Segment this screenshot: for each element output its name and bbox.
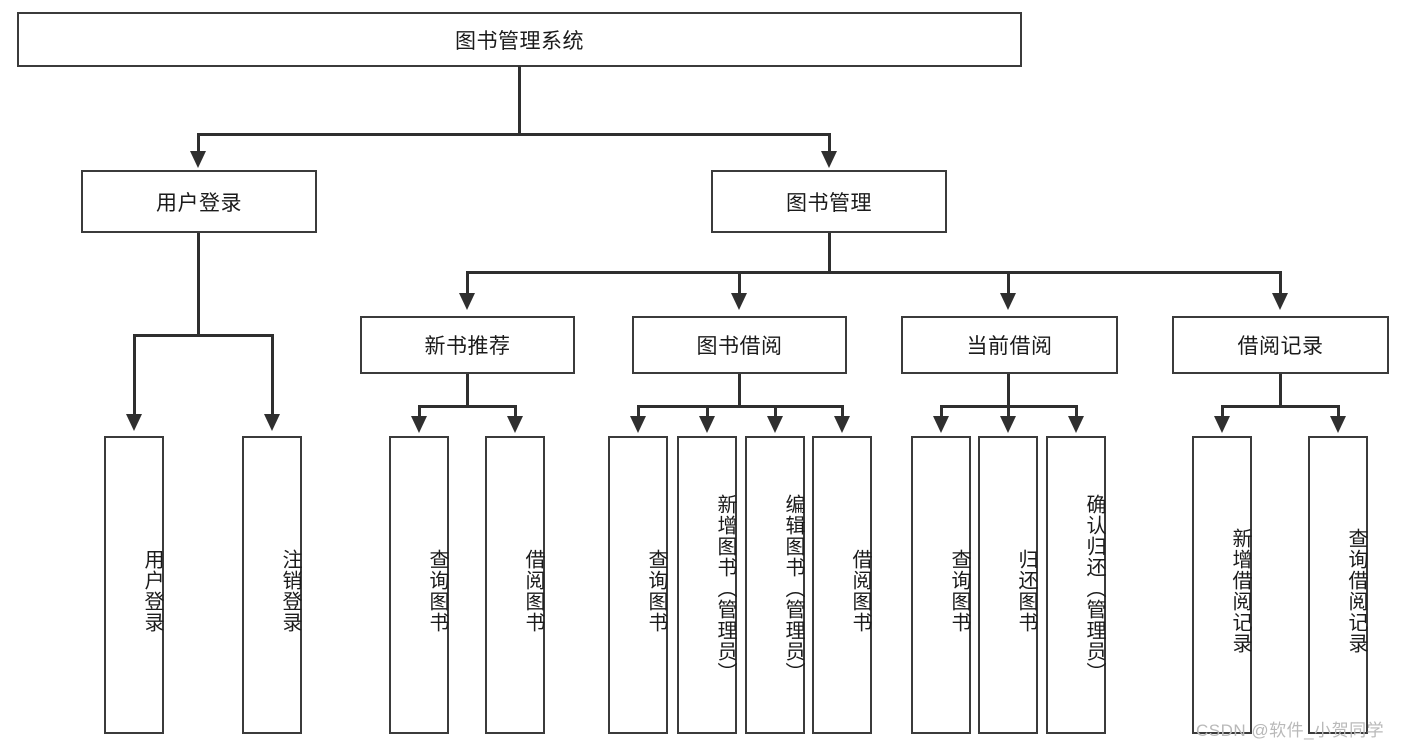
arrow-br-to-leaf-2 [1330, 416, 1346, 433]
arrow-bb-to-leaf-1 [630, 416, 646, 433]
connector-user-login-to-leaf-2 [271, 334, 274, 418]
connector-bm-to-book-borrow [738, 271, 741, 297]
connector-cb-to-leaf-2 [1007, 405, 1010, 420]
arrow-bb-to-leaf-2 [699, 416, 715, 433]
node-leaf-return-book[interactable]: 归还图书 [978, 436, 1038, 734]
node-leaf-add-record[interactable]: 新增借阅记录 [1192, 436, 1252, 734]
arrow-new-book-to-leaf-2 [507, 416, 523, 433]
arrow-bm-to-borrow-record [1272, 293, 1288, 310]
connector-user-login-bus [134, 334, 274, 337]
connector-current-borrow-stem [1007, 374, 1010, 407]
connector-user-login-stem [197, 233, 200, 335]
node-leaf-query-book-2[interactable]: 查询图书 [608, 436, 668, 734]
connector-cb-to-leaf-3 [1075, 405, 1078, 420]
connector-cb-to-leaf-1 [940, 405, 943, 420]
connector-new-book-to-leaf-2 [514, 405, 517, 420]
arrow-root-to-user-login [190, 151, 206, 168]
node-borrow-record[interactable]: 借阅记录 [1172, 316, 1389, 374]
node-book-management[interactable]: 图书管理 [711, 170, 947, 233]
arrow-bm-to-current-borrow [1000, 293, 1016, 310]
node-leaf-query-record[interactable]: 查询借阅记录 [1308, 436, 1368, 734]
node-leaf-borrow-book-2[interactable]: 借阅图书 [812, 436, 872, 734]
arrow-bb-to-leaf-4 [834, 416, 850, 433]
connector-book-management-stem [828, 233, 831, 273]
connector-br-to-leaf-1 [1221, 405, 1224, 420]
arrow-bm-to-new-book [459, 293, 475, 310]
connector-book-management-bus [467, 271, 1281, 274]
connector-root-bus [198, 133, 830, 136]
connector-bm-to-new-book [466, 271, 469, 297]
arrow-user-login-to-leaf-1 [126, 414, 142, 431]
node-leaf-query-book-1[interactable]: 查询图书 [389, 436, 449, 734]
connector-current-borrow-bus [941, 405, 1078, 408]
connector-new-book-stem [466, 374, 469, 407]
connector-bm-to-current-borrow [1007, 271, 1010, 297]
node-new-book-recommend[interactable]: 新书推荐 [360, 316, 575, 374]
connector-bb-to-leaf-3 [774, 405, 777, 420]
arrow-cb-to-leaf-1 [933, 416, 949, 433]
connector-user-login-to-leaf-1 [133, 334, 136, 418]
connector-new-book-bus [419, 405, 516, 408]
connector-bb-to-leaf-2 [706, 405, 709, 420]
node-leaf-confirm-return[interactable]: 确认归还（管理员） [1046, 436, 1106, 734]
arrow-user-login-to-leaf-2 [264, 414, 280, 431]
node-leaf-query-book-3[interactable]: 查询图书 [911, 436, 971, 734]
connector-root-to-book-management [828, 133, 831, 155]
arrow-bm-to-book-borrow [731, 293, 747, 310]
connector-borrow-record-bus [1222, 405, 1339, 408]
connector-bb-to-leaf-4 [841, 405, 844, 420]
node-leaf-edit-book[interactable]: 编辑图书（管理员） [745, 436, 805, 734]
connector-root-to-user-login [197, 133, 200, 155]
connector-book-borrow-stem [738, 374, 741, 407]
node-leaf-logout[interactable]: 注销登录 [242, 436, 302, 734]
node-book-borrow[interactable]: 图书借阅 [632, 316, 847, 374]
arrow-root-to-book-management [821, 151, 837, 168]
node-leaf-user-login[interactable]: 用户登录 [104, 436, 164, 734]
arrow-br-to-leaf-1 [1214, 416, 1230, 433]
connector-bm-to-borrow-record [1279, 271, 1282, 297]
connector-book-borrow-bus [638, 405, 844, 408]
connector-bb-to-leaf-1 [637, 405, 640, 420]
node-current-borrow[interactable]: 当前借阅 [901, 316, 1118, 374]
node-user-login[interactable]: 用户登录 [81, 170, 317, 233]
connector-new-book-to-leaf-1 [418, 405, 421, 420]
node-leaf-add-book[interactable]: 新增图书（管理员） [677, 436, 737, 734]
node-leaf-borrow-book-1[interactable]: 借阅图书 [485, 436, 545, 734]
csdn-watermark: CSDN @软件_小贺同学 [1196, 721, 1385, 740]
node-root-book-management-system[interactable]: 图书管理系统 [17, 12, 1022, 67]
connector-borrow-record-stem [1279, 374, 1282, 407]
connector-br-to-leaf-2 [1337, 405, 1340, 420]
arrow-cb-to-leaf-3 [1068, 416, 1084, 433]
arrow-cb-to-leaf-2 [1000, 416, 1016, 433]
arrow-new-book-to-leaf-1 [411, 416, 427, 433]
connector-root-stem [518, 66, 521, 134]
arrow-bb-to-leaf-3 [767, 416, 783, 433]
